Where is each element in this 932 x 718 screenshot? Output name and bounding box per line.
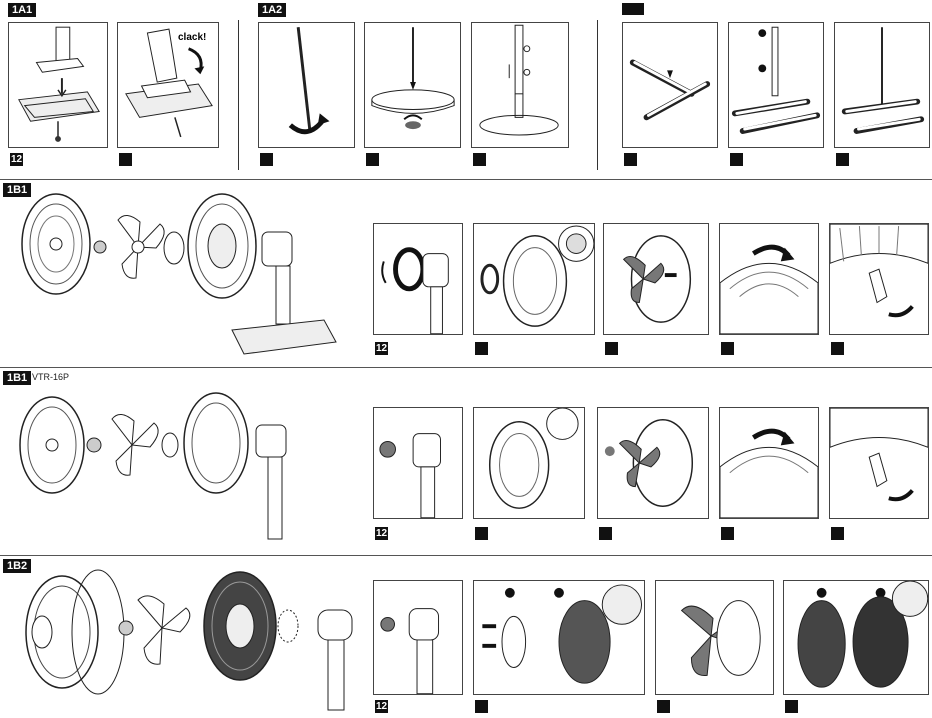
panel-1b1-step-3 <box>603 223 709 335</box>
panel-1b2-step-4 <box>783 580 929 695</box>
panel-1b1v-step-2 <box>473 407 585 519</box>
fan-base-icon <box>9 23 107 147</box>
round-base-icon <box>365 23 460 147</box>
step-number <box>831 527 844 540</box>
cross-base-icon <box>835 23 929 147</box>
fan-grille-icon <box>26 570 124 694</box>
step-number <box>624 153 637 166</box>
fan-blade-icon <box>138 596 190 664</box>
fan-blade-icon <box>598 408 708 518</box>
section-divider <box>0 555 932 556</box>
fan-grille-icon <box>474 581 644 694</box>
fan-motor-icon <box>374 581 462 694</box>
fan-grille-icon <box>784 581 928 694</box>
step-number <box>605 342 618 355</box>
divider-vertical <box>597 20 598 170</box>
fan-blade-icon <box>112 414 158 475</box>
pole-icon <box>259 23 354 147</box>
fan-blade-icon <box>118 215 164 278</box>
exploded-view-1b2 <box>18 568 363 714</box>
panel-pole-adjust <box>471 22 569 148</box>
step-number <box>730 153 743 166</box>
clip-icon <box>830 224 928 334</box>
fan-grille-icon <box>184 393 248 493</box>
exploded-view-1b1-vtr <box>18 385 338 545</box>
section-label-1a1: 1A1 <box>8 3 36 17</box>
section-label-1b1-vtr: 1B1 <box>3 371 31 385</box>
panel-cross-base-3 <box>834 22 930 148</box>
cross-base-icon <box>623 23 717 147</box>
panel-round-base <box>364 22 461 148</box>
rotate-arrow-icon <box>720 408 818 518</box>
panel-1b1-step-5 <box>829 223 929 335</box>
fan-grille-icon <box>188 194 256 298</box>
fan-blade-icon <box>656 581 773 694</box>
divider-vertical <box>238 20 239 170</box>
panel-1b1v-step-4 <box>719 407 819 519</box>
step-number <box>475 527 488 540</box>
step-number <box>475 342 488 355</box>
panel-cross-base-1 <box>622 22 718 148</box>
step-number <box>366 153 379 166</box>
pole-icon <box>472 23 568 147</box>
step-number <box>119 153 132 166</box>
step-number <box>599 527 612 540</box>
fan-motor-icon <box>374 224 462 334</box>
panel-pole-rotate <box>258 22 355 148</box>
step-number: 12 <box>10 153 23 166</box>
panel-1b1v-step-5 <box>829 407 929 519</box>
panel-1b2-step-2 <box>473 580 645 695</box>
fan-motor-icon <box>374 408 462 518</box>
model-name: VTR-16P <box>32 372 69 382</box>
rotate-arrow-icon <box>720 224 818 334</box>
clack-callout: clack! <box>178 32 206 43</box>
section-divider <box>0 179 932 180</box>
step-number <box>475 700 488 713</box>
cross-base-icon <box>729 23 823 147</box>
panel-1b1-step-4 <box>719 223 819 335</box>
step-number <box>831 342 844 355</box>
panel-1b2-step-1 <box>373 580 463 695</box>
fan-blade-icon <box>604 224 708 334</box>
step-number <box>836 153 849 166</box>
fan-motor-icon <box>256 425 286 539</box>
panel-base-assembly <box>8 22 108 148</box>
step-number <box>785 700 798 713</box>
section-label-blank <box>622 3 644 15</box>
step-number <box>473 153 486 166</box>
clip-icon <box>830 408 928 518</box>
fan-grille-icon <box>474 408 584 518</box>
step-number <box>721 527 734 540</box>
panel-1b1-step-1 <box>373 223 463 335</box>
section-divider <box>0 367 932 368</box>
panel-1b2-step-3 <box>655 580 774 695</box>
step-number <box>721 342 734 355</box>
panel-1b1v-step-3 <box>597 407 709 519</box>
fan-grille-icon <box>22 194 90 294</box>
panel-1b1v-step-1 <box>373 407 463 519</box>
step-number <box>657 700 670 713</box>
panel-1b1-step-2 <box>473 223 595 335</box>
fan-grille-icon <box>20 397 84 493</box>
step-number <box>260 153 273 166</box>
fan-motor-icon <box>318 610 352 710</box>
fan-grille-icon <box>474 224 594 334</box>
fan-grille-icon <box>204 572 276 680</box>
panel-cross-base-2 <box>728 22 824 148</box>
section-label-1a2: 1A2 <box>258 3 286 17</box>
step-number: 12 <box>375 342 388 355</box>
exploded-view-1b1 <box>18 192 358 362</box>
step-number: 12 <box>375 700 388 713</box>
step-number: 12 <box>375 527 388 540</box>
